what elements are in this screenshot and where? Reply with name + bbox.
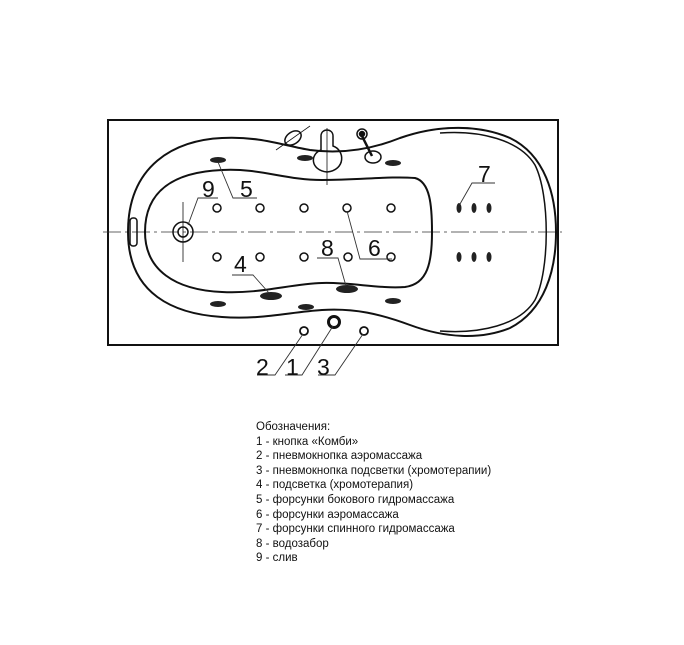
callout-1: 1 (286, 354, 299, 380)
lights (260, 285, 358, 300)
handle-right-icon (356, 128, 368, 140)
callout-4: 4 (234, 251, 247, 277)
buttons (299, 315, 369, 336)
legend-item: 8 - водозабор (256, 537, 329, 550)
button-3 (359, 326, 369, 336)
spout-icon (312, 129, 343, 173)
callout-9: 9 (202, 176, 215, 202)
legend: Обозначения: 1 - кнопка «Комби» 2 - пнев… (256, 420, 491, 566)
outer-rim (126, 126, 558, 337)
callout-5: 5 (240, 176, 253, 202)
drain (172, 202, 194, 262)
inner-basin (143, 168, 434, 294)
faucet-fixtures (275, 125, 382, 185)
back-jets (456, 203, 492, 262)
callout-6: 6 (368, 235, 381, 261)
legend-item: 5 - форсунки бокового гидромассажа (256, 493, 455, 506)
water-intake-8 (336, 285, 358, 293)
leader-lines (187, 161, 495, 376)
legend-title: Обозначения: (256, 421, 331, 433)
callout-3: 3 (317, 354, 330, 380)
callout-7: 7 (478, 161, 491, 187)
legend-item: 3 - пневмокнопка подсветки (хромотерапии… (256, 464, 492, 477)
legend-item: 2 - пневмокнопка аэромассажа (256, 450, 423, 463)
callout-2: 2 (256, 354, 269, 380)
legend-item: 9 - слив (256, 552, 298, 565)
callout-8: 8 (321, 235, 334, 261)
air-jets (212, 203, 396, 262)
light-4 (260, 292, 282, 300)
legend-item: 6 - форсунки аэромассажа (256, 508, 399, 521)
legend-item: 7 - форсунки спинного гидромассажа (256, 523, 455, 536)
tub-outline-rect (107, 119, 559, 346)
legend-item: 1 - кнопка «Комби» (256, 435, 359, 448)
outer-rim-inner-line (439, 131, 547, 333)
overflow-fitting (129, 217, 138, 247)
button-1 (327, 315, 341, 329)
legend-item: 4 - подсветка (хромотерапия) (256, 479, 414, 492)
button-2 (299, 326, 309, 336)
side-hydro-jets (210, 155, 401, 310)
